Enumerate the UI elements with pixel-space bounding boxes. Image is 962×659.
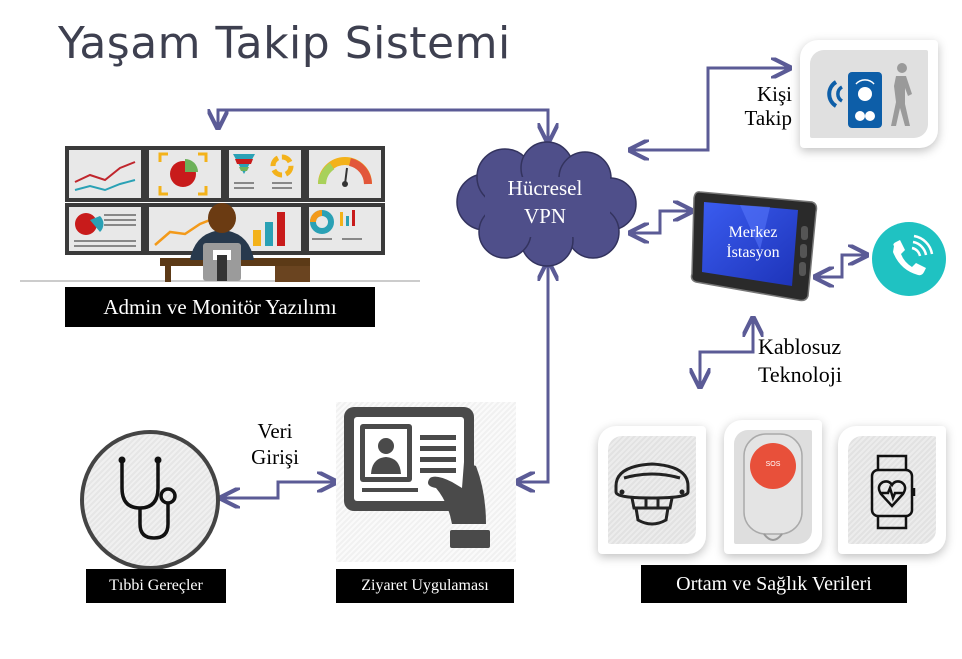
data-entry-line1: Veri <box>257 419 293 443</box>
monitor-gauge <box>305 146 385 202</box>
central-station-tablet[interactable]: Merkez İstasyon <box>690 190 820 302</box>
cloud-icon <box>456 141 637 267</box>
smoke-detector-icon <box>614 462 690 526</box>
admin-person <box>160 203 310 282</box>
medical-visit-connector <box>221 482 336 498</box>
monitor-report <box>65 203 145 255</box>
wireless-technology-label: Kablosuz Teknoloji <box>758 333 868 389</box>
cloud-station-connector <box>630 211 692 233</box>
cloud-label-line1: Hücresel <box>507 176 583 200</box>
cloud-visit-connector <box>516 262 548 482</box>
sos-remote-icon <box>743 433 803 541</box>
stethoscope-icon <box>118 456 177 540</box>
medical-devices-circle[interactable] <box>80 430 220 570</box>
medical-devices-label: Tıbbi Gereçler <box>86 569 226 603</box>
monitor-donut <box>305 203 385 255</box>
sos-text: SOS <box>765 461 781 468</box>
cloud-label-line2: VPN <box>523 204 566 228</box>
person-tracking-label: Kişi Takip <box>718 82 792 130</box>
person-tracking-line1: Kişi <box>756 82 792 106</box>
admin-software-label: Admin ve Monitör Yazılımı <box>65 287 375 327</box>
central-station-line2: İstasyon <box>726 244 780 261</box>
heart-rate-watch-icon <box>870 454 916 530</box>
phone-call-button[interactable] <box>872 222 946 296</box>
monitor-line-chart <box>65 146 145 202</box>
sos-button-card[interactable]: SOS <box>724 420 822 554</box>
person-tracker-icon <box>827 63 912 128</box>
wireless-connector <box>700 318 753 387</box>
admin-cloud-connector <box>218 108 548 142</box>
person-tracking-card[interactable] <box>800 40 938 148</box>
monitor-pie-chart <box>145 146 225 202</box>
station-phone-connector <box>815 255 867 277</box>
data-entry-line2: Girişi <box>251 445 299 469</box>
walking-person-icon <box>891 63 912 126</box>
environment-health-data-label: Ortam ve Sağlık Verileri <box>641 565 907 603</box>
smoke-detector-card[interactable] <box>598 426 706 554</box>
cellular-vpn-cloud: Hücresel VPN <box>445 141 645 267</box>
cloud-tracking-connector <box>630 68 790 150</box>
smartwatch-card[interactable] <box>838 426 946 554</box>
admin-monitor-illustration <box>20 140 420 288</box>
central-station-line1: Merkez <box>728 224 778 241</box>
page-title: Yaşam Takip Sistemi <box>58 18 511 69</box>
person-tracking-line2: Takip <box>744 106 792 130</box>
data-entry-label: Veri Girişi <box>242 418 308 470</box>
wireless-line1: Kablosuz <box>758 334 842 359</box>
phone-icon <box>893 234 934 276</box>
wireless-line2: Teknoloji <box>758 362 843 387</box>
visit-app-label: Ziyaret Uygulaması <box>336 569 514 603</box>
tablet-icon <box>690 191 818 302</box>
visit-app-illustration[interactable] <box>336 402 516 562</box>
monitor-funnel-chart <box>225 146 305 202</box>
id-card-tablet-icon <box>344 407 490 548</box>
